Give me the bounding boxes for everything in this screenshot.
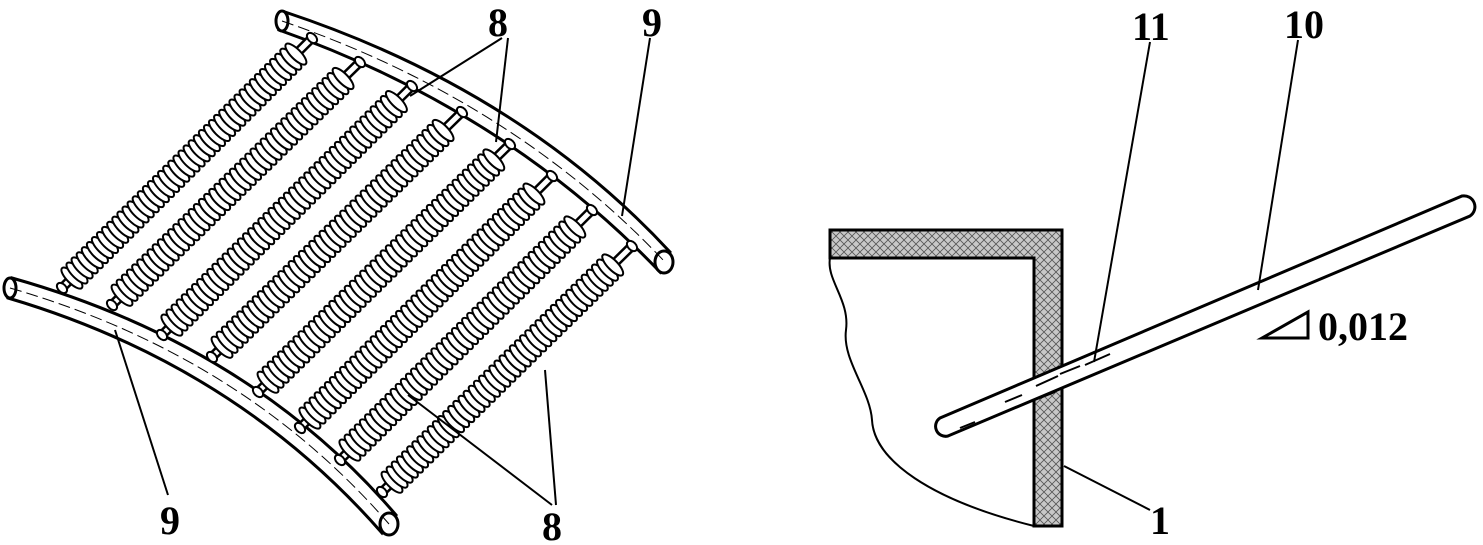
label-8-top: 8 (488, 0, 508, 45)
heating-coil (333, 203, 599, 467)
heating-coil (105, 55, 367, 312)
label-9-bottom: 9 (160, 498, 180, 543)
heating-coil (293, 169, 559, 435)
heating-coils (55, 31, 639, 499)
heating-coil (375, 239, 639, 499)
right-triangle-icon (1256, 309, 1310, 340)
slope-value: 0,012 (1318, 304, 1408, 349)
heater-panel (2, 9, 675, 537)
heating-rod (934, 194, 1477, 438)
label-11: 11 (1132, 4, 1170, 49)
heating-coil (55, 31, 319, 295)
heating-coil (155, 79, 419, 342)
label-10: 10 (1284, 2, 1324, 47)
label-8-bottom: 8 (542, 504, 562, 545)
heating-coil (205, 105, 469, 364)
bottom-manifold-tube (2, 276, 400, 537)
heating-coil (251, 137, 517, 399)
label-9-top: 9 (642, 0, 662, 45)
label-1: 1 (1150, 498, 1170, 543)
left-leaders (114, 37, 651, 506)
wall-section (828, 228, 1064, 528)
right-leaders (1063, 39, 1299, 511)
top-manifold-tube (274, 9, 675, 275)
